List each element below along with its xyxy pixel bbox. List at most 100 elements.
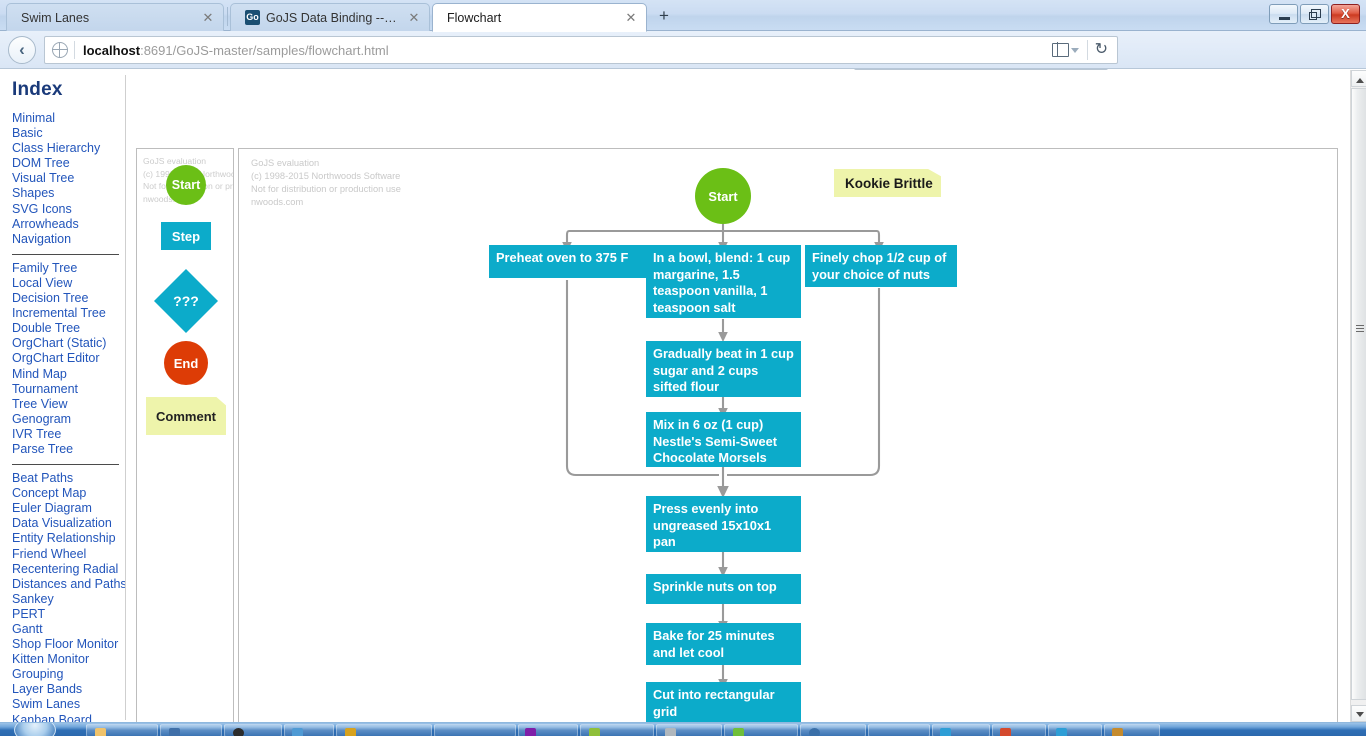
sidebar-item-genogram[interactable]: Genogram [12,411,72,426]
chevron-down-icon[interactable] [1070,47,1079,53]
sidebar-item-recentering-radial[interactable]: Recentering Radial [12,561,119,576]
sidebar-item-concept-map[interactable]: Concept Map [12,486,87,501]
sidebar-item-data-visualization[interactable]: Data Visualization [12,516,112,531]
sidebar-item-friend-wheel[interactable]: Friend Wheel [12,546,87,561]
node-preheat-oven[interactable]: Preheat oven to 375 F [489,245,646,278]
sidebar-item-class-hierarchy[interactable]: Class Hierarchy [12,141,101,156]
node-start[interactable]: Start [695,168,751,224]
sidebar-item-distances-and-paths[interactable]: Distances and Paths [12,576,125,591]
sidebar-item-layer-bands[interactable]: Layer Bands [12,682,83,697]
app-icon [589,728,600,736]
taskbar-item[interactable] [336,724,432,736]
sidebar-item-grouping[interactable]: Grouping [12,667,64,682]
watermark-line: nwoods.com [143,193,192,204]
page-vertical-scrollbar[interactable] [1350,70,1366,722]
tab-gojs-data-binding[interactable]: Go GoJS Data Binding -- North... ✕ [230,3,430,31]
node-palette[interactable]: GoJS evaluation (c) 1998-2015 Northwoods… [136,148,234,722]
windows-taskbar[interactable] [0,722,1366,736]
tab-flowchart[interactable]: Flowchart ✕ [432,3,647,32]
taskbar-item[interactable] [800,724,866,736]
sidebar-item-kitten-monitor[interactable]: Kitten Monitor [12,652,90,667]
sidebar-item-basic[interactable]: Basic [12,126,43,141]
node-press-into-pan[interactable]: Press evenly into ungreased 15x10x1 pan [646,496,801,552]
node-cut-grid[interactable]: Cut into rectangular grid [646,682,801,722]
sidebar-item-incremental-tree[interactable]: Incremental Tree [12,306,106,321]
sidebar-item-tree-view[interactable]: Tree View [12,396,68,411]
tab-swim-lanes[interactable]: Swim Lanes ✕ [6,3,224,31]
sidebar-item-kanban-board[interactable]: Kanban Board [12,712,92,722]
sidebar-item-sankey[interactable]: Sankey [12,591,54,606]
window-close-button[interactable]: X [1331,4,1360,24]
sidebar-item-beat-paths[interactable]: Beat Paths [12,471,74,486]
sidebar-item-ivr-tree[interactable]: IVR Tree [12,426,62,441]
comment-node-kookie-brittle[interactable]: Kookie Brittle [834,169,941,197]
taskbar-item[interactable] [224,724,282,736]
taskbar-item[interactable] [86,724,158,736]
sidebar-item-euler-diagram[interactable]: Euler Diagram [12,501,92,516]
new-tab-button[interactable]: + [659,6,669,25]
node-blend-ingredients[interactable]: In a bowl, blend: 1 cup margarine, 1.5 t… [646,245,801,318]
window-restore-button[interactable] [1300,4,1329,24]
taskbar-item[interactable] [868,724,930,736]
sidebar-item-arrowheads[interactable]: Arrowheads [12,216,79,231]
sidebar-item-shapes[interactable]: Shapes [12,186,55,201]
tab-close-icon[interactable]: ✕ [202,9,214,25]
sidebar-item-orgchart-static[interactable]: OrgChart (Static) [12,336,107,351]
tab-close-icon[interactable]: ✕ [408,9,420,25]
sidebar-item-pert[interactable]: PERT [12,606,46,621]
sidebar-item-swim-lanes[interactable]: Swim Lanes [12,697,81,712]
palette-item-conditional[interactable]: ??? [154,269,218,333]
taskbar-item[interactable] [992,724,1046,736]
sidebar-item-local-view[interactable]: Local View [12,275,73,290]
flowchart-diagram[interactable]: GoJS evaluation (c) 1998-2015 Northwoods… [238,148,1338,722]
tab-title: Flowchart [447,10,502,25]
sidebar-item-minimal[interactable]: Minimal [12,111,56,125]
window-minimize-button[interactable] [1269,4,1298,24]
sidebar-item-mind-map[interactable]: Mind Map [12,366,67,381]
sidebar-item-family-tree[interactable]: Family Tree [12,260,78,275]
sidebar-item-dom-tree[interactable]: DOM Tree [12,156,70,171]
sidebar-item-decision-tree[interactable]: Decision Tree [12,291,89,306]
scrollbar-thumb[interactable] [1351,88,1366,700]
palette-item-start[interactable]: Start [166,165,206,205]
page-title: Index [12,79,63,100]
taskbar-item[interactable] [284,724,334,736]
reader-mode-icon[interactable] [1051,42,1069,57]
node-chop-nuts[interactable]: Finely chop 1/2 cup of your choice of nu… [805,245,957,287]
taskbar-item[interactable] [724,724,798,736]
palette-item-step[interactable]: Step [161,222,211,250]
reload-icon[interactable]: ↻ [1094,41,1108,58]
address-bar[interactable]: localhost:8691/GoJS-master/samples/flowc… [44,36,1118,64]
sidebar-item-gantt[interactable]: Gantt [12,622,43,636]
taskbar-item[interactable] [1048,724,1102,736]
sidebar-item-navigation[interactable]: Navigation [12,231,72,246]
sidebar-item-entity-relationship[interactable]: Entity Relationship [12,531,116,546]
back-button[interactable]: ‹ [8,36,36,64]
palette-item-end[interactable]: End [164,341,208,385]
taskbar-item[interactable] [932,724,990,736]
sidebar-item-shop-floor-monitor[interactable]: Shop Floor Monitor [12,637,119,652]
node-bake[interactable]: Bake for 25 minutes and let cool [646,623,801,665]
palette-item-comment[interactable]: Comment [146,397,226,435]
node-sprinkle-nuts[interactable]: Sprinkle nuts on top [646,574,801,604]
start-button[interactable] [14,723,56,736]
taskbar-item[interactable] [656,724,722,736]
taskbar-item[interactable] [434,724,516,736]
node-mix-chocolate-morsels[interactable]: Mix in 6 oz (1 cup) Nestle's Semi-Sweet … [646,412,801,467]
taskbar-item[interactable] [580,724,654,736]
tab-close-icon[interactable]: ✕ [625,9,637,25]
sidebar-item-tournament[interactable]: Tournament [12,381,79,396]
sidebar-item-parse-tree[interactable]: Parse Tree [12,441,74,456]
scroll-up-button[interactable] [1351,70,1366,87]
taskbar-item[interactable] [518,724,578,736]
sidebar-item-visual-tree[interactable]: Visual Tree [12,171,75,186]
scrollbar-grip [1356,325,1364,332]
sidebar-item-orgchart-editor[interactable]: OrgChart Editor [12,351,100,366]
sidebar-item-double-tree[interactable]: Double Tree [12,321,81,336]
taskbar-item[interactable] [1104,724,1160,736]
taskbar-item[interactable] [160,724,222,736]
scroll-down-button[interactable] [1351,705,1366,722]
sidebar-item-svg-icons[interactable]: SVG Icons [12,201,72,216]
node-beat-sugar-flour[interactable]: Gradually beat in 1 cup sugar and 2 cups… [646,341,801,397]
tab-divider [227,7,228,26]
